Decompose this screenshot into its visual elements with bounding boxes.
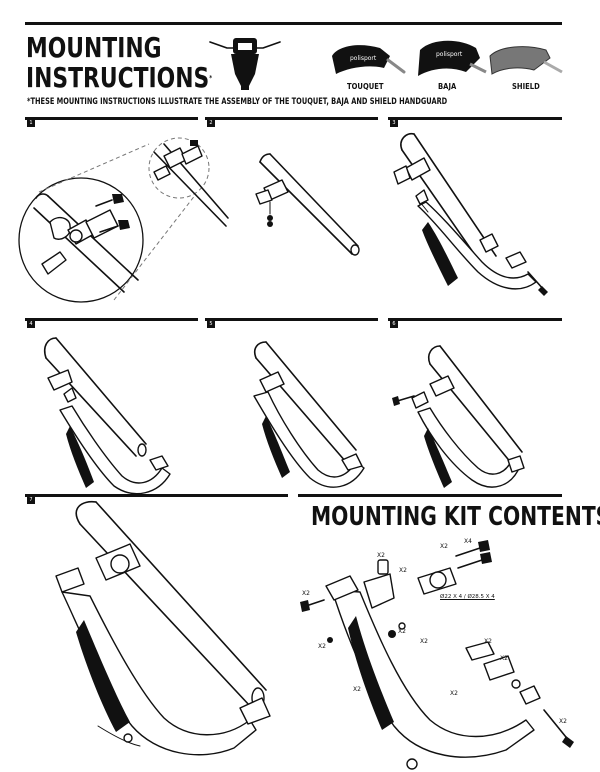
kit-qty-bolts-top: X4 <box>464 538 472 545</box>
baja-label: BAJA <box>438 82 457 91</box>
step-5-illustration <box>253 341 365 488</box>
step-7-number: 7 <box>27 497 35 504</box>
kit-contents-title: MOUNTING KIT CONTENTS <box>311 502 600 532</box>
kit-qty-guard-right: X2 <box>450 690 458 697</box>
kit-qty-standoff: X2 <box>377 552 385 559</box>
svg-text:polisport: polisport <box>436 51 463 58</box>
kit-qty-left-bolt: X2 <box>302 590 310 597</box>
kit-qty-clamp-lower: X2 <box>399 567 407 574</box>
svg-text:polisport: polisport <box>350 55 377 62</box>
kit-qty-clamp: X2 <box>440 543 448 550</box>
step-7-illustration <box>55 500 271 756</box>
kit-rule <box>298 494 562 497</box>
shield-label: SHIELD <box>512 82 540 91</box>
step-6-illustration <box>392 345 525 488</box>
kit-qty-nut: X2 <box>420 638 428 645</box>
step2-rule <box>205 117 378 120</box>
step6-rule <box>388 318 562 321</box>
shield-handguard-icon <box>489 46 563 75</box>
step-6-number: 6 <box>390 321 398 328</box>
title-mark: * <box>209 74 213 82</box>
step3-rule <box>388 117 562 120</box>
kit-qty-insert: X2 <box>500 655 508 662</box>
step-2-illustration <box>255 153 360 256</box>
assembly-note: *THESE MOUNTING INSTRUCTIONS ILLUSTRATE … <box>27 97 448 107</box>
step-3-illustration <box>393 132 548 296</box>
touquet-label: TOUQUET <box>347 82 384 91</box>
step4-rule <box>25 318 198 321</box>
step5-rule <box>205 318 378 321</box>
motorcycle-front-icon <box>209 38 281 90</box>
kit-diameters: Ø22 X 4 / Ø28.5 X 4 <box>440 594 495 600</box>
header-top-rule <box>25 22 562 25</box>
step-4-illustration <box>43 337 171 495</box>
step-2-number: 2 <box>207 120 215 127</box>
page-title-line1: MOUNTING <box>26 31 162 64</box>
step-1-illustration <box>18 137 229 303</box>
step-1-number: 1 <box>27 120 35 127</box>
page-title-line2: INSTRUCTIONS* <box>26 63 212 93</box>
kit-qty-washer: X2 <box>398 628 406 635</box>
step-3-number: 3 <box>390 120 398 127</box>
step7-rule <box>25 494 288 497</box>
step-5-number: 5 <box>207 321 215 328</box>
touquet-handguard-icon: polisport <box>332 45 406 74</box>
kit-contents-illustration <box>300 540 574 770</box>
kit-qty-small-nut: X2 <box>318 643 326 650</box>
kit-qty-guard-left: X2 <box>353 686 361 693</box>
title-line2-text: INSTRUCTIONS <box>26 61 210 94</box>
kit-qty-long-bolt: X2 <box>559 718 567 725</box>
step1-rule <box>25 117 198 120</box>
step-4-number: 4 <box>27 321 35 328</box>
kit-qty-spacer: X2 <box>484 638 492 645</box>
baja-handguard-icon: polisport <box>418 40 487 76</box>
